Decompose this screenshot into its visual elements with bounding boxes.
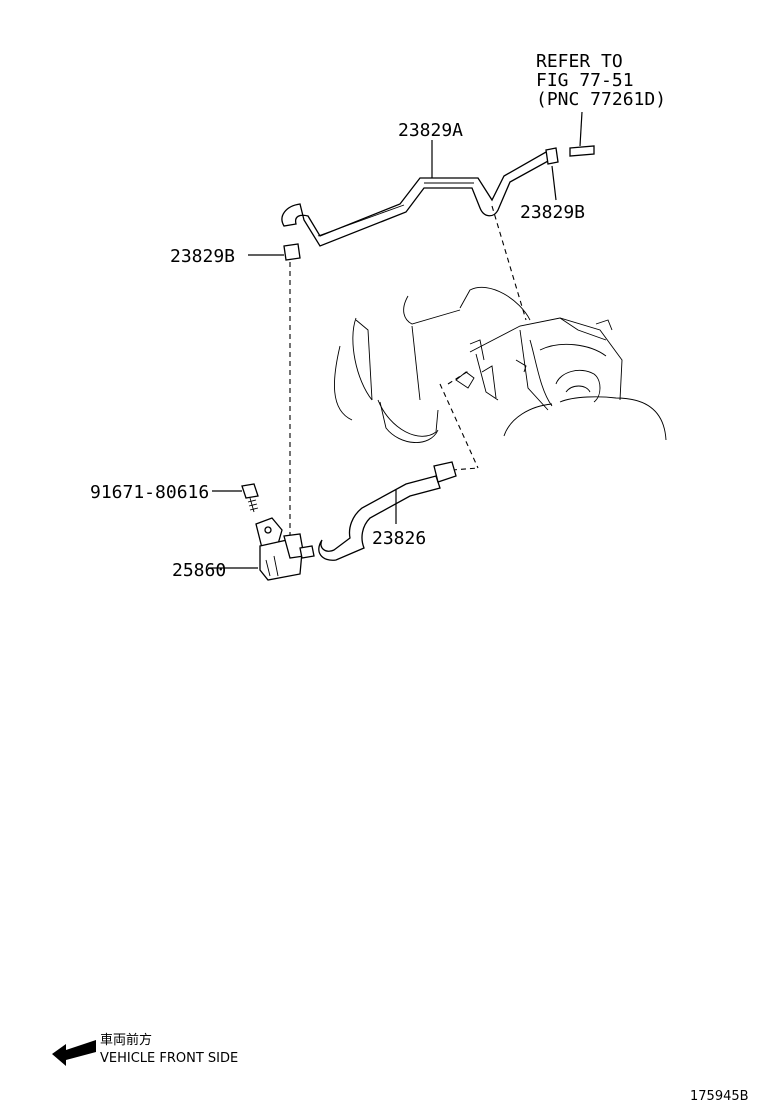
arrow-left-icon (52, 1040, 96, 1066)
figure-id: 175945B (690, 1089, 749, 1104)
clamp-right (545, 147, 559, 165)
label-hose-upper: 23829A (398, 120, 463, 141)
refer-line-2: FIG 77-51 (536, 70, 634, 91)
direction-en: VEHICLE FRONT SIDE (100, 1051, 238, 1066)
hose-upper (281, 151, 551, 247)
hose-lower (318, 461, 457, 561)
refer-note: REFER TO FIG 77-51 (PNC 77261D) (536, 51, 666, 110)
label-clamp-left: 23829B (170, 246, 235, 267)
refer-line-1: REFER TO (536, 51, 623, 72)
pipe-stub (569, 111, 595, 157)
refer-line-3: (PNC 77261D) (536, 89, 666, 110)
label-clamp-right: 23829B (520, 202, 585, 223)
label-bolt: 91671-80616 (90, 482, 209, 503)
bolt (241, 483, 259, 513)
dash-lower-end (451, 467, 479, 471)
vsv-assembly (255, 517, 315, 581)
front-direction: 車両前方 VEHICLE FRONT SIDE (52, 1032, 238, 1066)
direction-jp: 車両前方 (100, 1032, 152, 1048)
label-hose-lower: 23826 (372, 528, 426, 549)
dash-hose-canister (491, 205, 527, 321)
dash-lower-hose (439, 383, 479, 469)
engine-sketch (333, 286, 667, 443)
leader-clamp-right (551, 165, 557, 201)
clamp-left (283, 243, 301, 261)
label-vsv: 25860 (172, 560, 226, 581)
